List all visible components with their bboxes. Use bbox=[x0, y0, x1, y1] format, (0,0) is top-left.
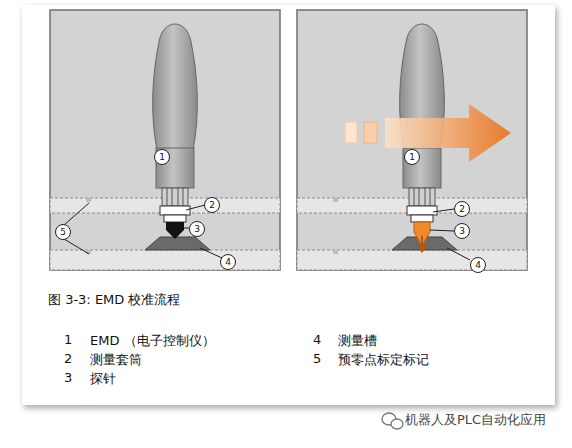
legend-text: 预零点标定标记 bbox=[338, 351, 429, 369]
figure-caption: 图 3-3: EMD 校准流程 bbox=[48, 291, 180, 309]
callout-number: 3 bbox=[454, 223, 470, 239]
callout-number: 4 bbox=[470, 257, 486, 273]
card bbox=[22, 5, 555, 405]
legend-text: 测量套筒 bbox=[90, 351, 142, 369]
callout-number: 5 bbox=[55, 224, 71, 240]
legend-number: 1 bbox=[64, 332, 72, 347]
legend-number: 3 bbox=[64, 370, 72, 385]
callout-number: 1 bbox=[154, 149, 170, 165]
probe bbox=[166, 222, 184, 239]
watermark-icon bbox=[382, 413, 403, 429]
callout-number: 3 bbox=[189, 221, 205, 237]
callout-number: 2 bbox=[454, 201, 470, 217]
callout-number: 1 bbox=[404, 149, 420, 165]
right-panel bbox=[297, 10, 527, 270]
watermark: 机器人及PLC自动化应用 bbox=[405, 411, 546, 429]
callout-number: 4 bbox=[220, 254, 236, 270]
legend-number: 4 bbox=[313, 332, 321, 347]
callout-number: 2 bbox=[204, 197, 220, 213]
legend-number: 2 bbox=[64, 351, 72, 366]
legend-number: 5 bbox=[313, 351, 321, 366]
legend-text: 探针 bbox=[90, 370, 116, 388]
legend-text: EMD （电子控制仪） bbox=[90, 332, 215, 350]
legend-text: 测量槽 bbox=[338, 332, 377, 350]
left-panel bbox=[50, 10, 280, 270]
